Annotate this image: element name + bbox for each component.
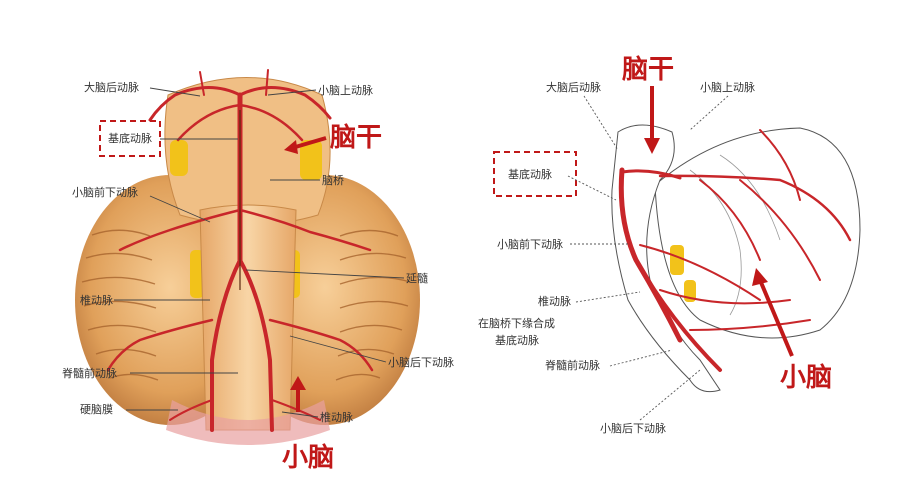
right-cerebellum	[654, 127, 861, 339]
callout-cerebellum-right: 小脑	[780, 363, 832, 393]
right-illustration	[611, 124, 861, 393]
callout-arrowhead	[752, 268, 768, 286]
label-pons-left: 脑桥	[322, 174, 344, 187]
right-arteries	[618, 129, 852, 372]
label-aica-right: 小脑前下动脉	[497, 237, 563, 251]
label-dura-left: 硬脑膜	[80, 403, 113, 416]
label-sca-left: 小脑上动脉	[318, 83, 373, 97]
callout-arrowhead	[644, 138, 660, 154]
callout-brainstem-left: 脑干	[330, 123, 382, 153]
label-basilar-right: 基底动脉	[508, 167, 552, 181]
label-basilar-note-line1: 在脑桥下缘合成	[478, 316, 555, 330]
right-labels: 大脑后动脉 脑干 小脑上动脉 基底动脉 小脑前下动脉 椎动脉 在脑桥下缘合成 基…	[478, 55, 832, 435]
left-nerve-bundle	[170, 140, 188, 176]
label-basilar-left: 基底动脉	[108, 131, 152, 145]
label-aica-left: 小脑前下动脉	[72, 185, 138, 199]
callout-arrowhead	[290, 376, 306, 390]
callout-brainstem-right: 脑干	[622, 55, 674, 85]
left-nerve-bundle	[190, 250, 204, 298]
label-vertebral-right: 椎动脉	[538, 294, 571, 308]
right-brainstem	[611, 124, 721, 393]
label-pca-right: 大脑后动脉	[546, 80, 601, 94]
callout-arrowhead	[284, 140, 298, 154]
right-nerve-bundle	[670, 245, 684, 275]
left-dura	[166, 400, 330, 445]
left-pons	[164, 77, 331, 226]
label-anterior-spinal-right: 脊髓前动脉	[545, 358, 600, 372]
left-illustration	[75, 69, 420, 445]
label-basilar-note-line2: 基底动脉	[495, 333, 539, 347]
label-sca-right: 小脑上动脉	[700, 80, 755, 94]
label-pca-left: 大脑后动脉	[84, 80, 139, 94]
left-nerve-bundle	[300, 140, 322, 180]
label-vertebral-bottom-left: 椎动脉	[320, 410, 353, 424]
left-basilar-highlight-box	[99, 120, 161, 157]
label-vertebral-left: 椎动脉	[80, 293, 113, 307]
label-pica-left: 小脑后下动脉	[388, 355, 454, 369]
left-labels: 大脑后动脉 小脑上动脉 基底动脉 脑干 脑桥 小脑前下动脉 延髓 椎动脉 小脑后…	[62, 80, 454, 473]
left-medulla	[199, 204, 297, 431]
right-basilar-highlight-box	[493, 151, 577, 197]
callout-arrow-cerebellum-right	[758, 279, 794, 357]
callout-arrow-brainstem-left	[291, 136, 327, 150]
left-folia	[81, 229, 411, 381]
callout-cerebellum-left: 小脑	[282, 443, 334, 473]
label-anterior-spinal-left: 脊髓前动脉	[62, 366, 117, 380]
label-medulla-left: 延髓	[406, 272, 428, 285]
label-pica-right: 小脑后下动脉	[600, 421, 666, 435]
